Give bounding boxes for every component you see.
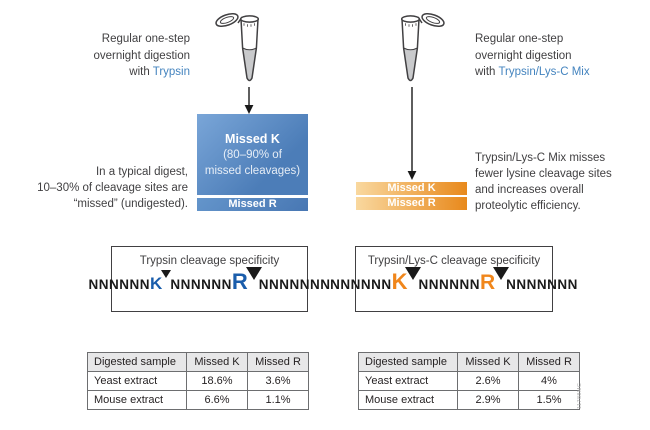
left-intro-line3: with Trypsin	[20, 64, 190, 81]
cleavage-arrow-icon	[493, 267, 510, 280]
missed-k-box-title: Missed K	[225, 131, 280, 146]
table-header-row: Digested sample Missed K Missed R	[358, 352, 580, 372]
missed-k-box-sub2: missed cleavages)	[204, 164, 301, 177]
missed-r-value: 4%	[518, 371, 580, 391]
microcentrifuge-tube-icon	[400, 12, 445, 82]
sample-name: Mouse extract	[358, 390, 458, 410]
figure-code-watermark: 11788MC	[577, 382, 583, 409]
table-row: Mouse extract 6.6% 1.1%	[87, 390, 309, 410]
left-note-line3: “missed” (undigested).	[73, 198, 188, 210]
sequence-n-group: NNNNNN	[330, 277, 392, 292]
left-note-line2: 10–30% of cleavage sites are	[37, 182, 188, 194]
lysine-residue: K	[150, 274, 163, 293]
right-intro-text: Regular one-step overnight digestion wit…	[475, 31, 647, 81]
right-intro-line3: with Trypsin/Lys-C Mix	[475, 64, 647, 81]
missed-k-box: Missed K (80–90% of missed cleavages)	[197, 114, 308, 195]
sequence-n-group: NNNNNNN	[506, 277, 578, 292]
sequence-n-group: NNNNNN	[170, 277, 232, 292]
right-note-line3: and increases overall	[475, 184, 584, 196]
sequence-n-group: NNNNNN	[418, 277, 480, 292]
table-row: Mouse extract 2.9% 1.5%	[358, 390, 580, 410]
missed-k-value: 2.6%	[457, 371, 519, 391]
col-header-digested-sample: Digested sample	[358, 352, 458, 372]
down-arrow-icon	[407, 87, 417, 180]
microcentrifuge-tube-icon	[215, 12, 260, 82]
sample-name: Yeast extract	[87, 371, 187, 391]
table-row: Yeast extract 18.6% 3.6%	[87, 371, 309, 391]
sequence-n-group: NNNNNNN	[258, 277, 331, 292]
trypsin-specificity-title: Trypsin cleavage specificity	[139, 255, 280, 267]
right-note-line2: fewer lysine cleavage sites	[475, 168, 612, 180]
left-intro-text: Regular one-step overnight digestion wit…	[20, 31, 190, 81]
col-header-missed-k: Missed K	[457, 352, 519, 372]
trypsin-lysc-specificity-title: Trypsin/Lys-C cleavage specificity	[367, 255, 541, 267]
right-note-line1: Trypsin/Lys-C Mix misses	[475, 152, 606, 164]
cleavage-arrow-icon	[245, 267, 262, 280]
cleavage-arrow-icon	[161, 270, 172, 278]
col-header-missed-r: Missed R	[518, 352, 580, 372]
missed-r-value: 1.1%	[247, 390, 309, 410]
right-intro-line1: Regular one-step	[475, 33, 564, 45]
left-intro-line2: overnight digestion	[93, 49, 190, 62]
missed-k-box-sub1: (80–90% of	[223, 148, 282, 161]
left-note-text: In a typical digest, 10–30% of cleavage …	[8, 164, 188, 212]
trypsin-results-table: Digested sample Missed K Missed R Yeast …	[87, 352, 309, 410]
lysine-residue: K	[391, 269, 408, 294]
missed-r-value: 1.5%	[518, 390, 580, 410]
cleavage-arrow-icon	[405, 267, 422, 280]
sample-name: Yeast extract	[358, 371, 458, 391]
left-intro-line1: Regular one-step	[101, 33, 190, 45]
col-header-missed-k: Missed K	[186, 352, 248, 372]
sequence-n-group: NNNNNN	[88, 277, 151, 292]
arginine-residue: R	[231, 269, 248, 294]
arginine-residue: R	[479, 271, 496, 294]
right-intro-prefix: with	[475, 66, 496, 78]
col-header-missed-r: Missed R	[247, 352, 309, 372]
right-intro-line2: overnight digestion	[475, 49, 572, 62]
missed-k-bar-orange: Missed K	[356, 182, 467, 195]
right-note-line4: proteolytic efficiency.	[475, 200, 581, 212]
missed-k-value: 18.6%	[186, 371, 248, 391]
missed-k-value: 6.6%	[186, 390, 248, 410]
table-row: Yeast extract 2.6% 4%	[358, 371, 580, 391]
enzyme-name-trypsin: Trypsin	[152, 66, 190, 78]
missed-r-bar-orange: Missed R	[356, 197, 467, 210]
table-header-row: Digested sample Missed K Missed R	[87, 352, 309, 372]
missed-r-bar: Missed R	[197, 198, 308, 211]
left-note-line1: In a typical digest,	[95, 166, 188, 178]
down-arrow-icon	[244, 87, 254, 114]
missed-r-value: 3.6%	[247, 371, 309, 391]
right-note-text: Trypsin/Lys-C Mix misses fewer lysine cl…	[475, 150, 645, 214]
col-header-digested-sample: Digested sample	[87, 352, 187, 372]
trypsin-lysc-specificity-box: Trypsin/Lys-C cleavage specificity NNNNN…	[330, 246, 577, 312]
sample-name: Mouse extract	[87, 390, 187, 410]
left-intro-prefix: with	[129, 66, 150, 78]
missed-k-value: 2.9%	[457, 390, 519, 410]
enzyme-name-trypsin-lysc: Trypsin/Lys-C Mix	[498, 66, 590, 78]
trypsin-lysc-results-table: Digested sample Missed K Missed R Yeast …	[358, 352, 580, 410]
